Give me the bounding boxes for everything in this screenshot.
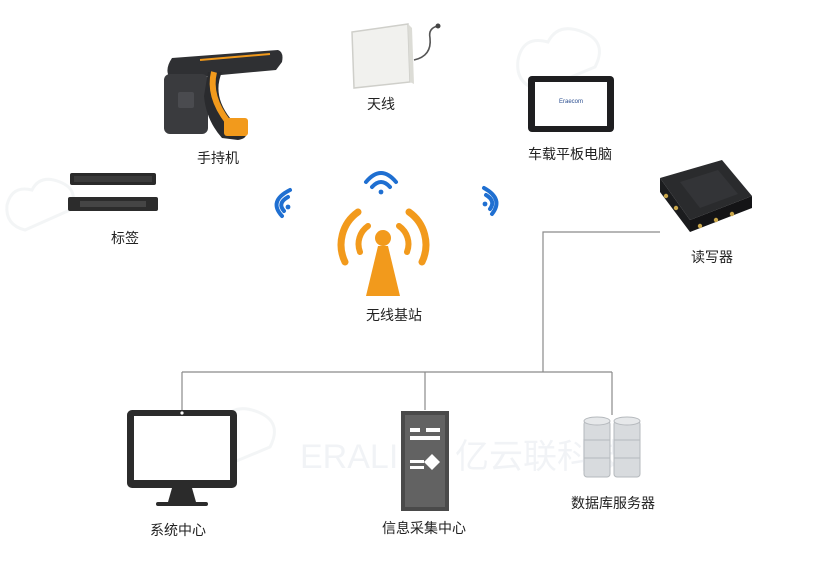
- watermark-text: ERALINK 亿云联科技: [300, 438, 625, 476]
- reader-label: 读写器: [691, 250, 733, 266]
- base-station-label: 无线基站: [366, 308, 422, 324]
- wifi-icon-right: [482, 186, 499, 216]
- base-station-icon: [337, 208, 430, 296]
- tablet-label: 车载平板电脑: [528, 147, 612, 163]
- system-center-label: 系统中心: [150, 523, 206, 539]
- wifi-icon-top: [364, 171, 398, 195]
- database-icon: [583, 416, 641, 478]
- antenna-label: 天线: [367, 97, 395, 113]
- info-center-label: 信息采集中心: [382, 521, 466, 537]
- watermark-logo: [5, 27, 601, 472]
- monitor-icon: [127, 410, 237, 506]
- db-server-label: 数据库服务器: [571, 496, 655, 512]
- handheld-icon: [164, 50, 283, 140]
- wifi-icon-left: [274, 188, 292, 218]
- tag-label: 标签: [111, 231, 139, 247]
- tablet-screen-text: Eraecom: [559, 99, 583, 105]
- reader-link-line: [542, 231, 660, 372]
- handheld-label: 手持机: [197, 151, 239, 167]
- tag-icon: [68, 173, 158, 211]
- tablet-icon: Eraecom: [528, 76, 614, 132]
- antenna-icon: [351, 23, 441, 89]
- connection-lines: [181, 231, 660, 415]
- reader-icon: [660, 160, 752, 232]
- server-tower-icon: [401, 411, 449, 511]
